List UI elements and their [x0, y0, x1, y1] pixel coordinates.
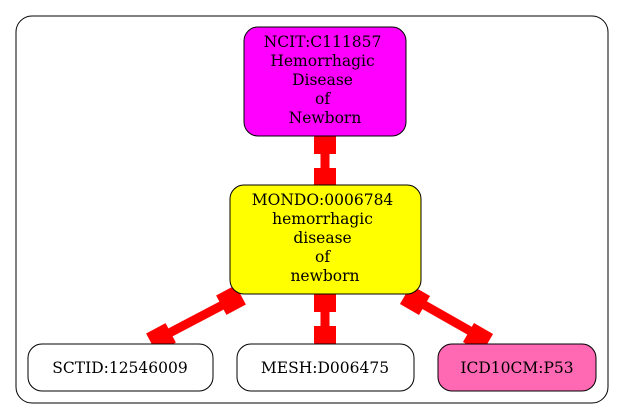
node-icd10-line-1: ICD10CM:P53: [460, 359, 573, 377]
node-mondo-box: [229, 184, 422, 295]
node-ncit-line-2: Hemorrhagic: [270, 52, 374, 70]
node-mondo-line-4: of: [315, 248, 331, 266]
node-ncit-line-1: NCIT:C111857: [264, 33, 382, 51]
svg-text:MESH:D006475: MESH:D006475: [261, 359, 389, 377]
edge-mondo-mesh: [314, 290, 336, 348]
node-mondo-line-5: newborn: [290, 267, 359, 285]
node-ncit-line-5: Newborn: [289, 109, 362, 127]
node-mesh-box: [236, 343, 415, 392]
svg-text:MONDO:0006784 hemorrhagi: MONDO:0006784 hemorrhagic disease of new…: [252, 191, 398, 285]
node-sctid-box: [27, 343, 214, 392]
node-ncit-line-3: Disease: [292, 71, 353, 89]
node-sctid[interactable]: SCTID:12546009: [27, 343, 214, 392]
node-ncit[interactable]: NCIT:C111857 Hemorrhagic Disease of Newb…: [243, 26, 407, 137]
node-mondo-line-1: MONDO:0006784: [252, 191, 394, 209]
svg-text:NCIT:C111857 Hemorrhagic: NCIT:C111857 Hemorrhagic Disease of Newb…: [264, 33, 387, 127]
node-ncit-line-4: of: [315, 90, 331, 108]
svg-text:ICD10CM:P53: ICD10CM:P53: [460, 359, 573, 377]
edge-ncit-mondo: [314, 132, 336, 190]
node-mesh-line-1: MESH:D006475: [261, 359, 389, 377]
node-icd10-box: [437, 343, 597, 392]
node-mondo-line-3: disease: [293, 229, 351, 247]
svg-text:SCTID:12546009: SCTID:12546009: [52, 359, 187, 377]
node-mesh[interactable]: MESH:D006475: [236, 343, 415, 392]
node-icd10[interactable]: ICD10CM:P53: [437, 343, 597, 392]
node-mondo[interactable]: MONDO:0006784 hemorrhagic disease of new…: [229, 184, 422, 295]
node-sctid-line-1: SCTID:12546009: [52, 359, 187, 377]
node-ncit-box: [243, 26, 407, 137]
node-mondo-line-2: hemorrhagic: [272, 210, 373, 228]
